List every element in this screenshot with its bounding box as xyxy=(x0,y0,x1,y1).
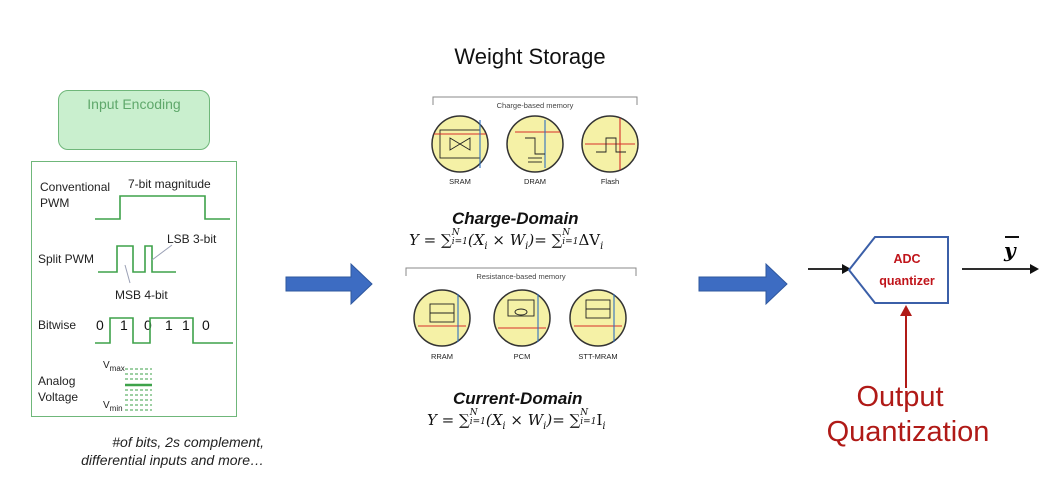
voltage-label: Voltage xyxy=(38,390,79,404)
bit-4: 1 xyxy=(182,317,190,333)
bit-1: 1 xyxy=(120,317,128,333)
conventional-label: Conventional xyxy=(40,180,111,194)
bit-3: 1 xyxy=(165,317,173,333)
adc-label: ADC xyxy=(893,252,921,266)
input-encoding-header: Input Encoding xyxy=(58,90,210,150)
msb-pointer xyxy=(124,264,131,284)
current-domain-label: Current-Domain xyxy=(453,389,583,408)
conventional-pwm-wave xyxy=(95,195,230,220)
lsb-label: LSB 3-bit xyxy=(167,232,217,246)
resistance-memory-cells xyxy=(413,289,627,347)
arrow-storage-to-adc xyxy=(698,262,788,306)
output-quantization-line1: Output xyxy=(856,381,944,413)
analog-levels xyxy=(125,368,152,411)
encoding-note-line1: #of bits, 2s complement, xyxy=(112,434,264,450)
dram-cell xyxy=(506,115,564,173)
rram-label: RRAM xyxy=(430,352,454,361)
bit-0: 0 xyxy=(96,317,104,333)
output-quantization-line2: Quantization xyxy=(826,416,990,448)
sram-cell xyxy=(431,115,489,173)
bit-2: 0 xyxy=(144,317,152,333)
flash-cell xyxy=(581,115,639,173)
arrow-encoding-to-storage xyxy=(285,262,373,306)
adc-input-arrowhead xyxy=(842,264,851,274)
analog-label: Analog xyxy=(38,374,76,388)
split-pwm-label: Split PWM xyxy=(38,252,95,266)
encoding-waveforms xyxy=(95,195,233,411)
charge-memory-cells xyxy=(431,115,639,173)
msb-label: MSB 4-bit xyxy=(115,288,168,302)
flash-label: Flash xyxy=(600,177,620,186)
stt-mram-cell xyxy=(569,289,627,347)
bitwise-label: Bitwise xyxy=(38,318,77,332)
vmin-label: Vmin xyxy=(103,400,123,413)
dram-label: DRAM xyxy=(523,177,547,186)
resistance-memory-title: Resistance-based memory xyxy=(476,272,566,281)
sram-label: SRAM xyxy=(449,177,471,186)
charge-memory-title: Charge-based memory xyxy=(496,101,574,110)
quantizer-label: quantizer xyxy=(879,274,935,288)
vmax-label: Vmax xyxy=(103,360,125,373)
charge-domain-label: Charge-Domain xyxy=(452,209,579,228)
output-y: y xyxy=(1004,236,1019,262)
rram-cell xyxy=(413,289,471,347)
quantization-arrowhead xyxy=(900,305,912,316)
stt-mram-label: STT-MRAM xyxy=(578,352,618,361)
resistance-memory-bracket xyxy=(405,267,637,276)
pwm-label: PWM xyxy=(40,196,70,210)
pcm-label: PCM xyxy=(513,352,531,361)
bit-5: 0 xyxy=(202,317,210,333)
lsb-pointer xyxy=(151,244,173,261)
pcm-cell xyxy=(493,289,551,347)
bitwise-wave xyxy=(95,317,233,344)
magnitude-label: 7-bit magnitude xyxy=(128,177,211,191)
input-encoding-panel xyxy=(31,161,237,417)
title: Weight Storage xyxy=(454,44,606,69)
adc-block xyxy=(847,236,949,304)
adc-output-arrowhead xyxy=(1030,264,1039,274)
split-pwm-wave xyxy=(98,245,176,273)
charge-memory-bracket xyxy=(432,96,638,105)
encoding-note-line2: differential inputs and more… xyxy=(81,452,264,468)
